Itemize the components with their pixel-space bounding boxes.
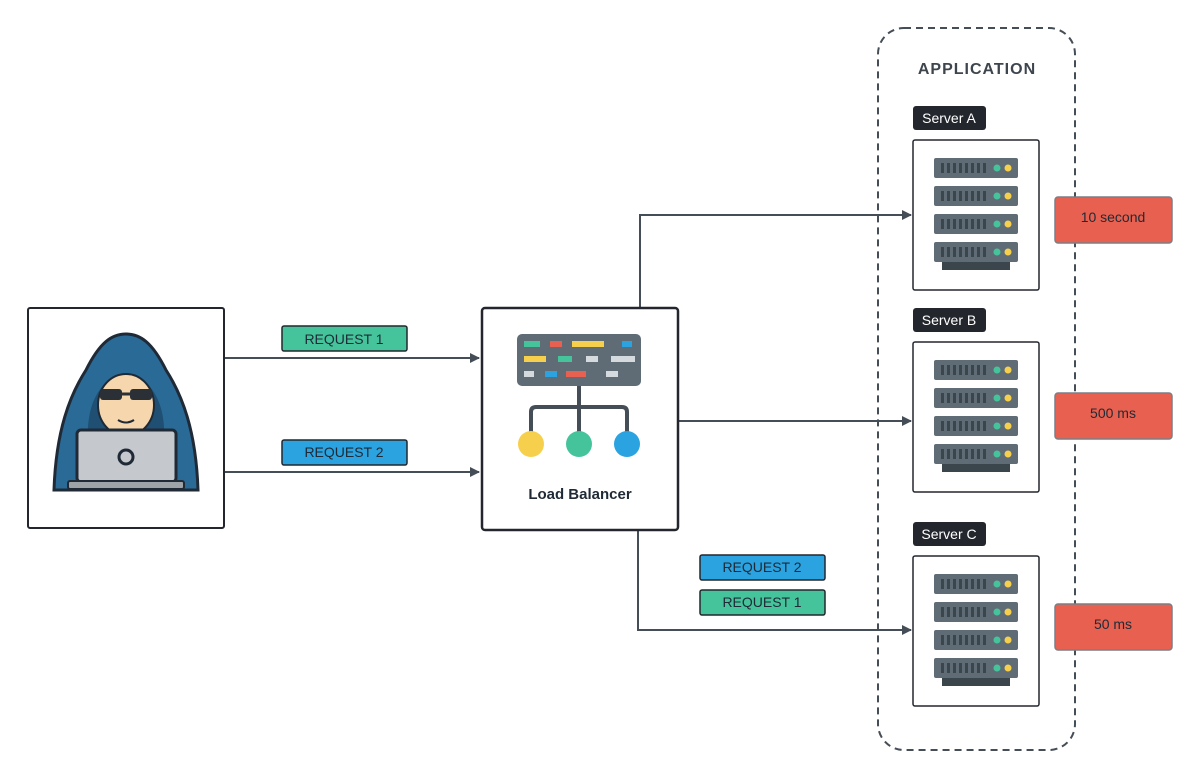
- connector-lb-server-a: [639, 210, 912, 308]
- routed-request-tag-2-label: REQUEST 1: [722, 594, 801, 610]
- server-b-latency: 500 ms: [1090, 405, 1136, 421]
- load-balancer-label: Load Balancer: [528, 486, 632, 503]
- client-box: [27, 307, 225, 529]
- load-balancer-icon: [517, 334, 641, 457]
- server-a: Server A: [912, 106, 1040, 291]
- server-b-rack-icon: [934, 360, 1018, 472]
- connector-lb-server-c: [637, 531, 912, 635]
- server-c-latency: 50 ms: [1094, 616, 1132, 632]
- server-a-latency: 10 second: [1081, 209, 1146, 225]
- server-a-name-tag: [913, 106, 986, 130]
- server-b-latency-box: 500 ms: [1054, 392, 1173, 440]
- application-label: APPLICATION: [918, 61, 1036, 78]
- server-c-rack-icon: [934, 574, 1018, 686]
- client-request-tag-1: REQUEST 1: [281, 325, 408, 352]
- server-a-latency-box: 10 second: [1054, 196, 1173, 244]
- load-balancer-box: Load Balancer: [480, 306, 680, 532]
- client-request-tag-1-label: REQUEST 1: [304, 331, 383, 347]
- routed-request-tag-1: REQUEST 2: [699, 554, 826, 581]
- connectors: [224, 210, 912, 635]
- application-boundary: [877, 27, 1076, 751]
- hacker-icon: [52, 332, 200, 492]
- client-request-tag-2-label: REQUEST 2: [304, 444, 383, 460]
- server-b-name: Server B: [922, 312, 976, 328]
- server-c: Server C: [912, 522, 1040, 707]
- server-c-latency-box: 50 ms: [1054, 603, 1173, 651]
- server-b: Server B: [912, 308, 1040, 493]
- server-a-rack-icon: [934, 158, 1018, 270]
- routed-request-tag-1-label: REQUEST 2: [722, 559, 801, 575]
- server-b-name-tag: [913, 308, 986, 332]
- server-c-name-tag: [913, 522, 986, 546]
- client-request-tag-2: REQUEST 2: [281, 439, 408, 466]
- server-c-name: Server C: [921, 526, 976, 542]
- server-a-name: Server A: [922, 110, 976, 126]
- routed-request-tag-2: REQUEST 1: [699, 589, 826, 616]
